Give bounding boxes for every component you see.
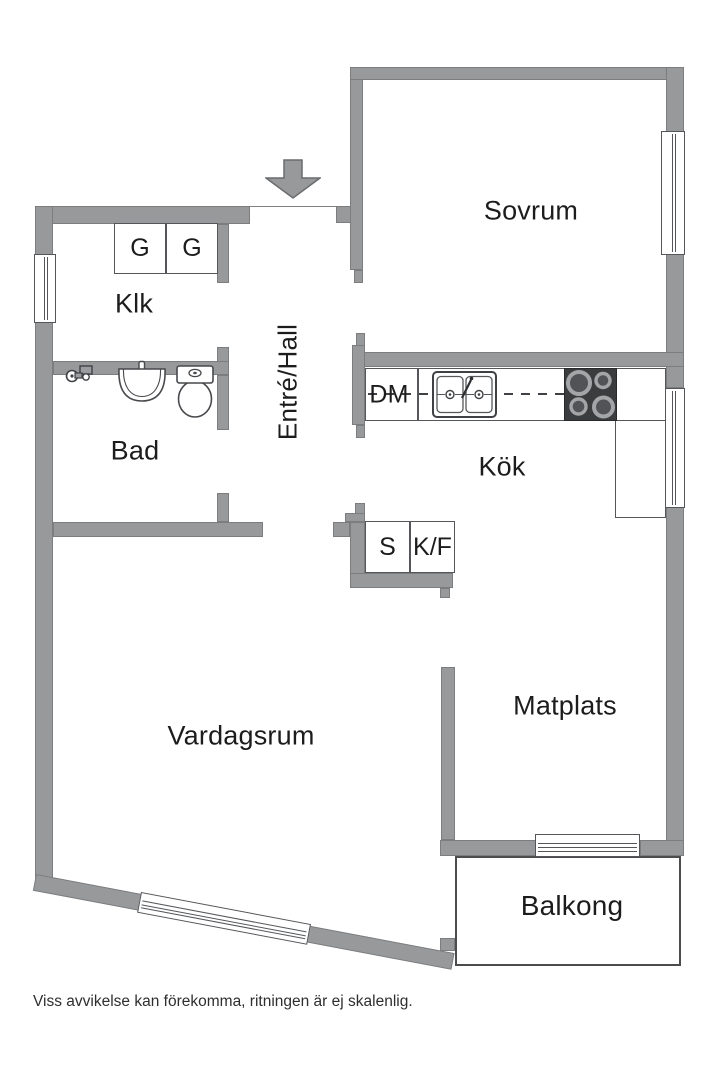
room-label-balkong: Balkong xyxy=(520,890,624,921)
wall-left-upper xyxy=(35,206,53,256)
cleaning-closet-box: S xyxy=(365,521,410,573)
wall-balkong-top-left xyxy=(440,840,536,856)
entrance-arrow-icon xyxy=(265,159,321,199)
wall-hall-bottom xyxy=(53,522,263,537)
fridge-freezer-box: K/F xyxy=(410,521,455,573)
bathroom-fixtures xyxy=(65,360,214,418)
wall-skf-main xyxy=(350,522,365,588)
wardrobe-label: G xyxy=(130,234,150,262)
wardrobe-label: G xyxy=(182,234,202,262)
wall-kok-left-tab2 xyxy=(356,425,365,438)
wall-right-mid xyxy=(666,254,684,388)
wall-kok-top xyxy=(352,352,684,367)
wall-skf-tab-bot xyxy=(440,588,450,598)
wall-balkong-top-right xyxy=(640,840,684,856)
balcony-slab xyxy=(455,856,681,966)
room-label-kok: Kök xyxy=(478,451,526,482)
fridge-freezer-label: K/F xyxy=(413,532,452,561)
wardrobe-box-1: G xyxy=(114,223,166,274)
wall-sovrum-left-tip xyxy=(354,270,363,283)
wall-klk-right-a xyxy=(217,224,229,283)
wall-skf-tab-top xyxy=(355,503,365,514)
window-klk xyxy=(34,254,56,323)
room-label-klk: Klk xyxy=(114,288,154,319)
room-label-entre-hall: Entré/Hall xyxy=(272,323,303,441)
wall-klk-right-b xyxy=(217,347,229,363)
room-label-sovrum: Sovrum xyxy=(483,195,579,226)
wall-matplats-left xyxy=(441,667,455,840)
bathroom-sink-icon xyxy=(118,360,166,402)
wall-skf-bottom xyxy=(350,573,453,588)
kitchen-sink-icon xyxy=(432,371,497,418)
wall-entry-notch xyxy=(336,206,352,223)
wardrobe-box-2: G xyxy=(166,223,218,274)
window-vardagsrum xyxy=(137,892,311,945)
stove-icon xyxy=(564,368,617,421)
dishwasher-label: DM xyxy=(369,380,409,409)
window-matplats-balkong xyxy=(535,834,640,857)
room-label-vardagsrum: Vardagsrum xyxy=(167,720,315,751)
entrance-threshold-line xyxy=(250,205,336,207)
wall-left-main xyxy=(35,320,53,882)
wall-sovrum-left xyxy=(350,67,363,270)
wall-bad-right-stub xyxy=(217,493,229,522)
cleaning-closet-label: S xyxy=(379,532,396,561)
wall-skf-neck xyxy=(345,513,365,522)
wall-kok-left-tab1 xyxy=(356,333,365,346)
kitchen-counter-right xyxy=(615,420,666,518)
toilet-icon xyxy=(176,365,214,418)
utility-tap-icon xyxy=(65,365,93,383)
wall-kok-left-main xyxy=(352,345,365,425)
wall-bad-right xyxy=(217,375,229,430)
room-label-matplats: Matplats xyxy=(513,690,617,721)
room-label-bad: Bad xyxy=(110,435,160,466)
window-sovrum xyxy=(661,131,685,255)
disclaimer-text: Viss avvikelse kan förekomma, ritningen … xyxy=(33,993,413,1010)
wall-right-lower xyxy=(666,507,684,853)
wall-sovrum-top xyxy=(350,67,684,80)
wall-angled-step xyxy=(440,938,455,951)
wall-skf-left-arm xyxy=(333,522,350,537)
wall-right-upper xyxy=(666,67,684,133)
wall-top-klk xyxy=(35,206,250,224)
